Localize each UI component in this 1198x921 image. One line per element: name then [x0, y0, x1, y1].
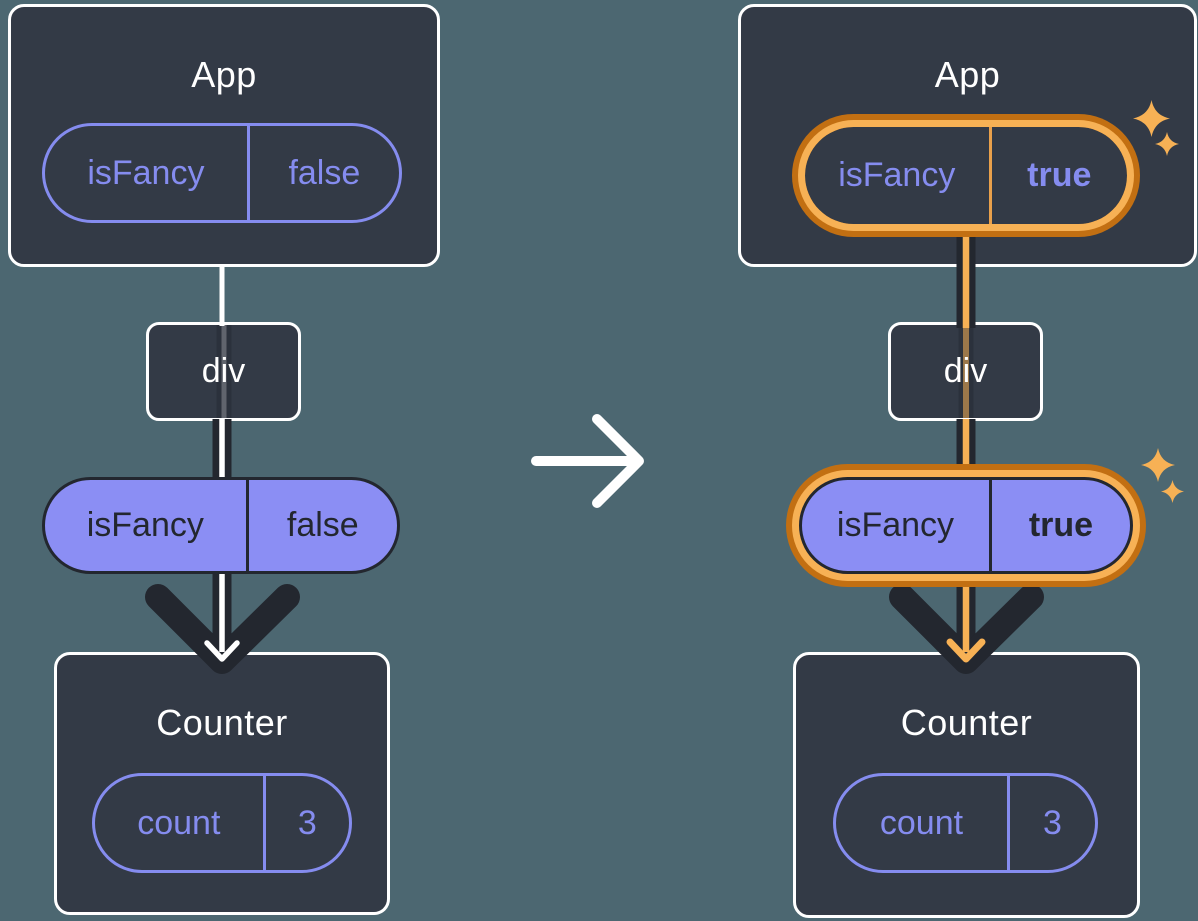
before-counter-box: Counter count 3	[54, 652, 390, 915]
sparkle-icon	[1161, 480, 1184, 503]
prop-name: isFancy	[86, 506, 204, 544]
after-tree-connectors	[889, 232, 1044, 674]
state-name: count	[137, 803, 221, 842]
state-value: 3	[1006, 776, 1095, 870]
transition-arrow-icon	[531, 414, 644, 508]
after-app-box: App isFancy true	[738, 4, 1197, 267]
after-div-label: div	[943, 352, 988, 390]
prop-value: false	[245, 480, 397, 571]
after-div-box: div	[888, 322, 1043, 421]
after-counter-box: Counter count 3	[793, 652, 1140, 918]
state-value: 3	[262, 776, 349, 870]
prop-name: isFancy	[836, 506, 955, 544]
sparkle-icon	[1141, 448, 1175, 482]
before-counter-state-pill: count 3	[92, 773, 352, 873]
prop-value: true	[988, 127, 1127, 224]
trunk-stripe	[216, 325, 231, 418]
sparkle-icon	[1133, 100, 1170, 137]
prop-name: isFancy	[838, 156, 956, 194]
state-name: count	[879, 803, 964, 842]
trunk-stripe-core	[221, 325, 226, 418]
after-counter-title: Counter	[900, 702, 1033, 743]
before-div-label: div	[201, 352, 246, 390]
after-app-prop-pill: isFancy true	[805, 127, 1127, 224]
before-app-title: App	[191, 54, 257, 95]
trunk-stripe-core	[962, 325, 969, 418]
before-app-box: App isFancy false	[8, 4, 440, 267]
prop-value: true	[988, 480, 1130, 571]
before-app-prop-pill: isFancy false	[42, 123, 402, 223]
prop-name: isFancy	[87, 153, 205, 192]
prop-value: false	[246, 126, 399, 220]
after-counter-state-pill: count 3	[833, 773, 1098, 873]
before-counter-title: Counter	[156, 702, 288, 743]
before-div-box: div	[146, 322, 301, 421]
sparkle-icon	[1155, 132, 1179, 156]
after-app-title: App	[934, 54, 1001, 95]
after-passed-prop-pill: isFancy true	[799, 477, 1133, 574]
before-passed-prop-pill: isFancy false	[42, 477, 400, 574]
